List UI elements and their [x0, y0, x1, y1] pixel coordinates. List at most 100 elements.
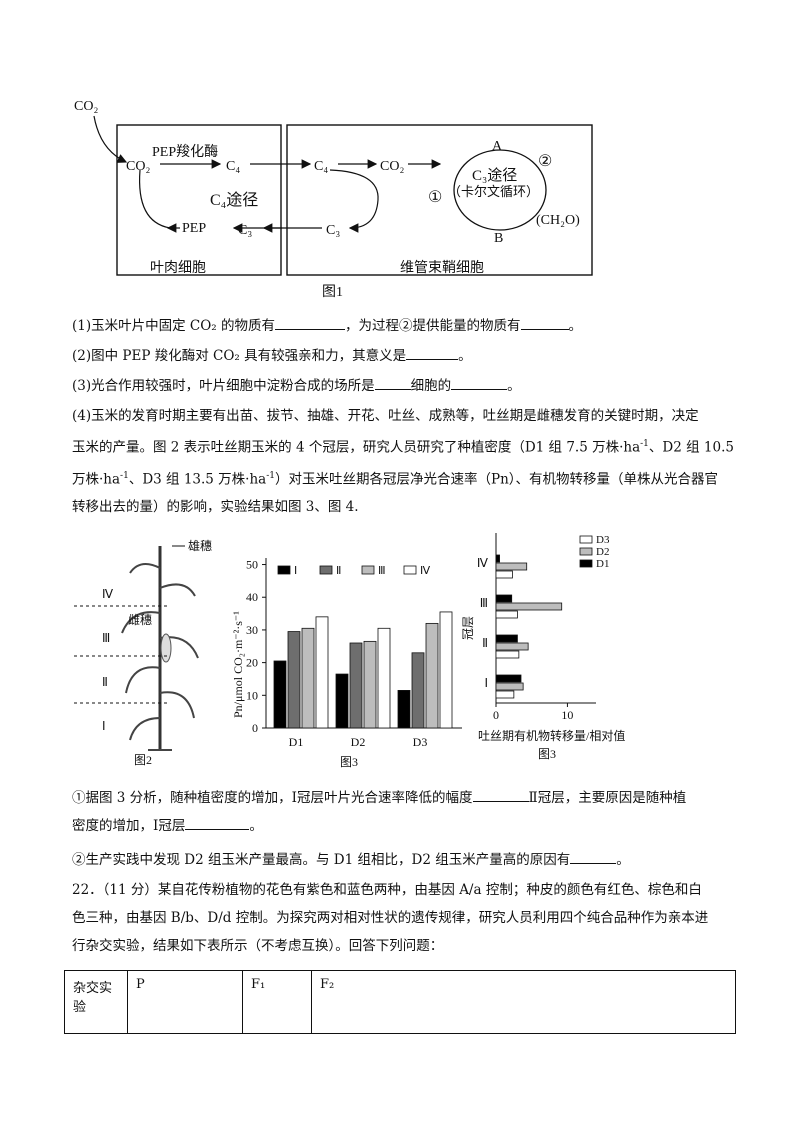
- pn-legend-swatch: [277, 565, 291, 575]
- pn-bar: [411, 652, 425, 729]
- pn-bar: [273, 660, 287, 729]
- pn-bar: [335, 673, 349, 729]
- q1-text-b: ，为过程②提供能量的物质有: [345, 318, 521, 334]
- transfer-y-tick-label: Ⅲ: [480, 596, 488, 610]
- female-ear-label: 雌穗: [128, 612, 152, 627]
- q2-blank: [406, 345, 459, 360]
- bundle-sheath-cell-label: 维管束鞘细胞: [400, 260, 484, 276]
- figure-1-caption: 图1: [322, 285, 343, 300]
- c4-right-label: C₄: [314, 159, 328, 174]
- q1-blank-1: [275, 315, 346, 330]
- sub2-text-b: 。: [616, 852, 630, 868]
- pn-y-tick-label: 30: [246, 623, 258, 637]
- c3-right-label: C₃: [326, 223, 340, 238]
- q3-blank-2: [451, 375, 508, 390]
- layer-iii-label: Ⅲ: [102, 631, 110, 645]
- pn-legend-swatch: [361, 565, 375, 575]
- q4-line-3b: 、D3 组 13.5 万株·ha: [128, 471, 267, 487]
- figure-2-caption: 图2: [134, 753, 152, 767]
- transfer-y-axis-label: 冠层: [461, 616, 475, 640]
- transfer-x-tick-label: 10: [561, 708, 573, 722]
- pn-y-axis-label: Pn/μmol CO₂·m⁻²·s⁻¹: [231, 611, 245, 718]
- pn-chart-caption: 图3: [340, 755, 358, 769]
- q1-blank-2: [520, 315, 569, 330]
- transfer-legend-swatch: [579, 559, 593, 568]
- q1-text-c: 。: [568, 318, 583, 334]
- question-2: (2)图中 PEP 羧化酶对 CO₂ 具有较强亲和力，其意义是 。: [72, 342, 737, 370]
- q4-sup-1: -1: [640, 439, 649, 449]
- pn-bar: [397, 690, 411, 729]
- bundle-sheath-cell-box: [286, 124, 593, 276]
- transfer-bar: [495, 642, 529, 651]
- pep-label: PEP: [182, 221, 206, 236]
- transfer-bar: [495, 562, 528, 571]
- header-f2: F₂: [311, 970, 736, 1034]
- transfer-legend-label: D3: [596, 534, 610, 546]
- pn-y-tick-label: 10: [246, 688, 258, 702]
- sub2-text-a: ②生产实践中发现 D2 组玉米产量最高。与 D1 组相比，D2 组玉米产量高的原…: [72, 852, 571, 868]
- calvin-cycle-label: （卡尔文循环）: [448, 184, 539, 199]
- question-1: (1)玉米叶片中固定 CO₂ 的物质有，为过程②提供能量的物质有。: [72, 312, 737, 340]
- transfer-x-axis-label: 吐丝期有机物转移量/相对值: [478, 728, 625, 743]
- q4-line-3a: 万株·ha: [72, 471, 121, 487]
- layer-ii-label: Ⅱ: [102, 675, 108, 689]
- co2-input-label: CO₂: [74, 99, 98, 114]
- pn-y-tick-label: 0: [252, 721, 258, 735]
- q4-line-2a: 玉米的产量。图 2 表示吐丝期玉米的 4 个冠层，研究人员研究了种植密度（D1 …: [72, 439, 641, 456]
- transfer-bar: [495, 682, 524, 691]
- c3-pathway-label: C₃途径: [472, 167, 517, 184]
- transfer-bar: [495, 602, 563, 611]
- a-label: A: [492, 139, 503, 154]
- c4-pathway-label: C₄途径: [210, 191, 258, 209]
- pn-legend-swatch: [319, 565, 333, 575]
- q2-text-a: (2)图中 PEP 羧化酶对 CO₂ 具有较强亲和力，其意义是: [72, 348, 407, 364]
- process-2-label: ②: [538, 153, 552, 170]
- transfer-bar: [495, 690, 515, 699]
- transfer-legend-swatch: [579, 535, 593, 544]
- q22-line-1: 22．（11 分）某自花传粉植物的花色有紫色和蓝色两种，由基因 A/a 控制；种…: [72, 882, 702, 898]
- pn-x-tick-label: D1: [289, 735, 304, 749]
- pn-legend-label: Ⅱ: [336, 565, 341, 577]
- pn-bar: [301, 627, 315, 729]
- mesophyll-cell-label: 叶肉细胞: [150, 260, 206, 276]
- sub2-blank: [570, 849, 617, 864]
- corn-plant-figure: 雄穗 雌穗 Ⅳ Ⅲ Ⅱ Ⅰ 图2: [74, 538, 212, 767]
- sub1-blank-1: [472, 787, 529, 802]
- transfer-legend-swatch: [579, 547, 593, 556]
- cross-experiment-table: 杂交实验 P F₁ F₂: [64, 970, 736, 1034]
- figure-1-diagram: CO₂ CO₂ PEP羧化酶 C₄ C₄途径 C₄ CO₂ PEP C₃ C₃ …: [74, 99, 593, 300]
- pn-bar: [349, 642, 363, 729]
- pn-y-tick-label: 50: [246, 558, 258, 572]
- sub1-text-b: Ⅱ冠层，主要原因是随种植: [528, 790, 687, 806]
- header-p: P: [127, 970, 243, 1034]
- transfer-bar: [495, 570, 513, 579]
- transfer-bar: [495, 610, 518, 619]
- q4-line-3c: ）对玉米吐丝期各冠层净光合速率（Pn）、有机物转移量（单株从光合器官: [275, 471, 719, 487]
- transfer-chart-caption: 图3: [538, 747, 556, 761]
- pn-bar: [439, 611, 453, 729]
- table-row: 杂交实验 P F₁ F₂: [64, 970, 736, 1034]
- co2-left-label: CO₂: [126, 159, 150, 174]
- c4-left-label: C₄: [226, 159, 240, 174]
- pep-enzyme-label: PEP羧化酶: [152, 144, 218, 160]
- transfer-y-tick-label: Ⅱ: [482, 636, 488, 650]
- pn-y-tick-label: 20: [246, 656, 258, 670]
- q4-line-2b: 、D2 组 10.5: [648, 439, 734, 456]
- pn-legend-label: Ⅳ: [420, 565, 431, 577]
- pn-bar: [377, 627, 391, 729]
- header-cross-experiment: 杂交实验: [64, 970, 128, 1034]
- sub1-text-d: 。: [249, 818, 263, 834]
- ch2o-label: (CH₂O): [536, 213, 580, 228]
- pn-legend-swatch: [403, 565, 417, 575]
- q22-line-2: 色三种，由基因 B/b、D/d 控制。为探究两对相对性状的遗传规律，研究人员利用…: [72, 910, 709, 926]
- male-tassel-label: 雄穗: [188, 538, 212, 553]
- sub-question-2: ②生产实践中发现 D2 组玉米产量最高。与 D1 组相比，D2 组玉米产量高的原…: [72, 846, 737, 874]
- layer-i-label: Ⅰ: [102, 719, 106, 733]
- transfer-legend-label: D1: [596, 558, 609, 570]
- q2-text-b: 。: [458, 348, 472, 364]
- pn-bar: [425, 622, 439, 729]
- q22-line-3: 行杂交实验，结果如下表所示（不考虑互换）。回答下列问题：: [72, 938, 444, 954]
- c3-left-label: C₃: [238, 223, 252, 238]
